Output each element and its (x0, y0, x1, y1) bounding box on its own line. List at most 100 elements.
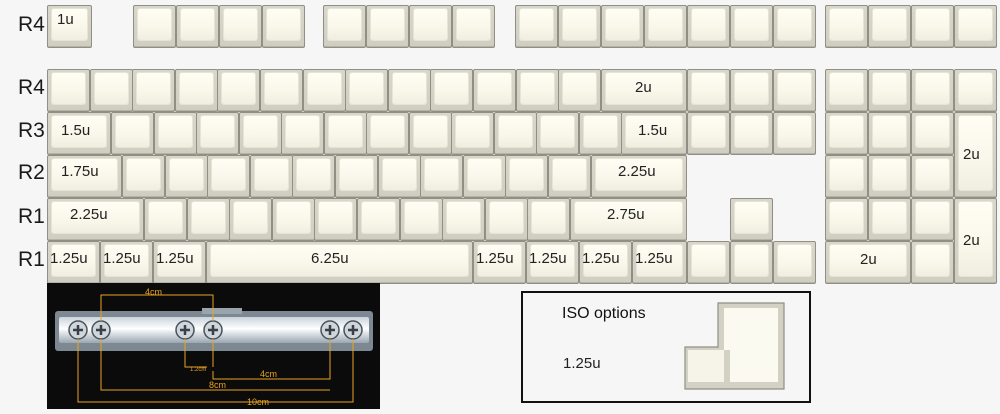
keycap (219, 5, 262, 48)
key-label: 1.25u (103, 250, 141, 267)
keycap (377, 155, 421, 198)
keycap (281, 112, 324, 155)
keycap (302, 69, 346, 112)
keycap (505, 155, 549, 198)
keycap (451, 112, 494, 155)
dim-label-10cm: 10cm (247, 397, 269, 407)
keycap (387, 69, 431, 112)
keycap (484, 198, 528, 241)
row-label-r4-num: R4 (18, 76, 45, 99)
keycap (420, 155, 464, 198)
keycap (408, 112, 452, 155)
screw-icon (91, 320, 111, 340)
key-enter: 2.25u (591, 155, 687, 198)
key-label: 1.25u (582, 250, 620, 267)
keycap (47, 69, 90, 112)
key-label: 2u (635, 79, 652, 96)
key-label: 1.75u (61, 163, 99, 180)
key-backslash: 1.5u (621, 112, 687, 155)
key-right-shift: 2.75u (570, 198, 687, 241)
dimension-lines (77, 294, 354, 403)
key-label: 2.25u (70, 206, 108, 223)
screw-icon (203, 320, 223, 340)
keycap (825, 112, 868, 155)
row-label-r4-fn: R4 (18, 13, 45, 36)
keycap (133, 5, 176, 48)
keycap (399, 198, 443, 241)
keycap (262, 5, 305, 48)
key-label: 1.25u (635, 250, 673, 267)
key-label: 1.25u (529, 250, 567, 267)
keycap (132, 69, 176, 112)
keycap (773, 5, 816, 48)
key-label: 1.25u (50, 250, 88, 267)
keycap (773, 69, 816, 112)
keycap (825, 69, 868, 112)
key-spacebar: 6.25u (206, 241, 473, 284)
keycap (111, 112, 154, 155)
keycap (164, 155, 208, 198)
keycap (442, 198, 486, 241)
keycap (911, 198, 954, 241)
keycap (366, 5, 409, 48)
key-label: 1.5u (61, 122, 91, 139)
keycap (238, 112, 282, 155)
keycap (314, 198, 358, 241)
dim-label-1-2cm: 1.2cm (190, 367, 206, 373)
keycap (911, 5, 954, 48)
keycap (825, 5, 868, 48)
key-arrow-up (730, 198, 773, 241)
keycap (868, 69, 911, 112)
screw-icon (343, 320, 363, 340)
keycap (196, 112, 239, 155)
keycap (527, 198, 571, 241)
keycap (217, 69, 261, 112)
key-label: 2u (860, 251, 877, 268)
keycap (868, 155, 911, 198)
stabilizer-diagram: 4cm 1.2cm 4cm 8cm 10cm (47, 283, 380, 409)
key-left-ctrl: 1.25u (47, 241, 100, 284)
keycap (323, 112, 367, 155)
key-esc: 1u (47, 5, 92, 48)
keycap (144, 198, 187, 241)
keycap (730, 5, 773, 48)
key-label: 1u (57, 11, 74, 28)
keycap (687, 69, 730, 112)
key-label: 2.25u (618, 163, 656, 180)
dim-label-8cm: 8cm (209, 380, 226, 390)
key-left-shift: 2.25u (47, 198, 144, 241)
keycap (687, 5, 730, 48)
row-label-r2: R2 (18, 161, 45, 184)
keycap (153, 112, 197, 155)
dim-label-4cm-bottom: 4cm (260, 369, 277, 379)
key-label: 1.5u (638, 122, 668, 139)
keycap (954, 69, 997, 112)
keycap (730, 69, 773, 112)
row-label-r3: R3 (18, 119, 45, 142)
keycap (229, 198, 273, 241)
key-caps-lock: 1.75u (47, 155, 122, 198)
key-tab: 1.5u (47, 112, 111, 155)
key-label: 1.25u (156, 250, 194, 267)
key-label: 2u (963, 146, 980, 163)
stabilizer-drawing: 4cm 1.2cm 4cm 8cm 10cm (55, 287, 373, 407)
keycap (89, 69, 133, 112)
keycap (911, 155, 954, 198)
keycap (548, 155, 591, 198)
keycap (515, 69, 559, 112)
keycap (249, 155, 293, 198)
keycap (473, 69, 516, 112)
key-numpad-enter: 2u (954, 198, 997, 284)
keycap (954, 5, 997, 48)
keycap (825, 155, 868, 198)
keycap (730, 241, 773, 284)
keycap (323, 5, 366, 48)
key-backspace: 2u (601, 69, 687, 112)
keycap (730, 112, 773, 155)
keycap (868, 5, 911, 48)
keycap (186, 198, 230, 241)
keycap (366, 112, 409, 155)
row-label-r1-shift: R1 (18, 205, 45, 228)
keycap (271, 198, 315, 241)
keycap (868, 112, 911, 155)
